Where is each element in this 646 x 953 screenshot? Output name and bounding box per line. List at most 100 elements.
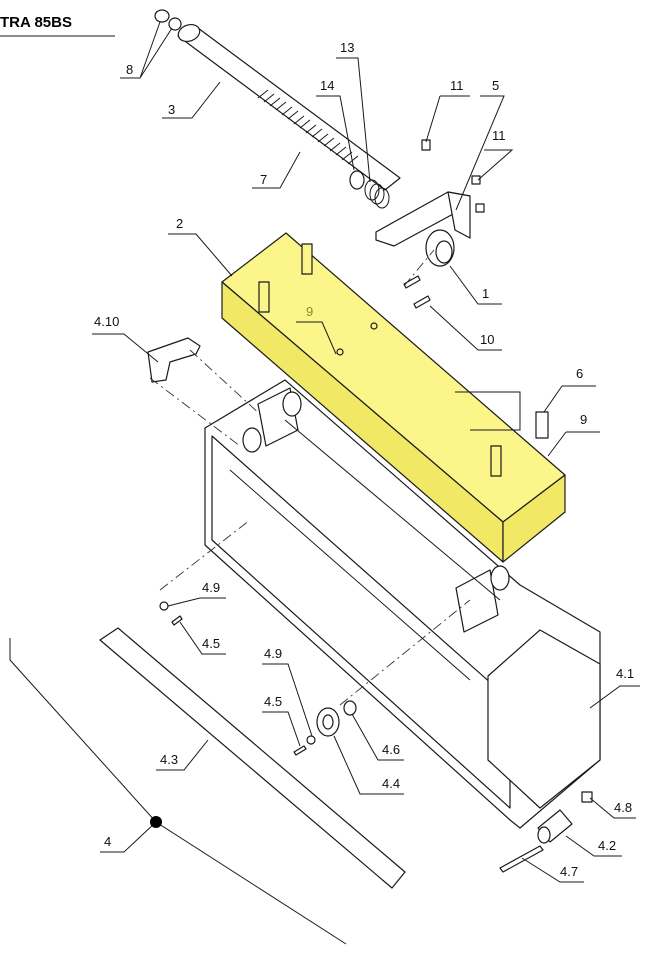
callout-11b: 11 — [477, 128, 514, 181]
svg-text:14: 14 — [320, 78, 334, 93]
callout-9b: 9 — [547, 412, 600, 457]
callout-4-2: 4.2 — [565, 835, 622, 857]
callout-1: 1 — [449, 265, 502, 305]
rod-part-4-3 — [99, 627, 406, 889]
callout-11a: 11 — [425, 78, 470, 143]
bushing-bore — [435, 240, 453, 264]
ring-part-8b — [168, 17, 182, 31]
frame-rail-2 — [229, 469, 471, 681]
callout-6: 6 — [543, 366, 596, 413]
spring-part-7 — [257, 89, 359, 165]
callout-9a: 9 — [296, 304, 337, 355]
callout-4-5a: 4.5 — [179, 621, 226, 655]
callout-4-4: 4.4 — [333, 735, 404, 795]
bolt-part-4-7 — [499, 845, 544, 873]
svg-text:4.7: 4.7 — [560, 864, 578, 879]
cover-post-2 — [258, 281, 270, 313]
frame-left-wheel-2 — [282, 391, 302, 417]
svg-text:11: 11 — [492, 128, 506, 143]
cover-post-3 — [490, 445, 502, 477]
callout-4-dot — [150, 816, 162, 828]
cover-hole-1 — [370, 322, 378, 330]
base-frame-part-4-1 — [204, 379, 601, 829]
svg-text:4.3: 4.3 — [160, 752, 178, 767]
callout-8: 8 — [120, 21, 173, 79]
callout-3: 3 — [162, 81, 221, 119]
screw-part-10b — [413, 295, 431, 309]
washer-part-4-9a — [159, 601, 169, 611]
svg-text:4.6: 4.6 — [382, 742, 400, 757]
svg-text:4.5: 4.5 — [264, 694, 282, 709]
spacer-part-6 — [535, 411, 549, 439]
callout-4-9b: 4.9 — [262, 646, 313, 737]
nut-part-4-8 — [581, 791, 593, 803]
svg-text:9: 9 — [580, 412, 587, 427]
svg-text:4.8: 4.8 — [614, 800, 632, 815]
ring-part-8a — [154, 9, 170, 23]
callout-4-10: 4.10 — [92, 314, 159, 363]
svg-text:9: 9 — [306, 304, 313, 319]
nut-part-11b — [471, 175, 481, 185]
svg-text:3: 3 — [168, 102, 175, 117]
assembly-line-5 — [403, 249, 435, 287]
assembly-line-4 — [339, 599, 471, 706]
roller-part-4-4-bore — [322, 714, 334, 730]
svg-text:10: 10 — [480, 332, 494, 347]
callout-4-7: 4.7 — [521, 857, 584, 883]
spacer-part-4-2-end — [537, 826, 551, 844]
cover-part-2-highlighted — [221, 232, 566, 563]
bushing-part-4-6 — [343, 700, 357, 716]
cover-post-1 — [301, 243, 313, 275]
svg-text:4.10: 4.10 — [94, 314, 119, 329]
svg-text:4.1: 4.1 — [616, 666, 634, 681]
cover-end-face — [502, 474, 566, 563]
svg-text:7: 7 — [260, 172, 267, 187]
callout-4: 4 — [9, 638, 347, 945]
svg-text:6: 6 — [576, 366, 583, 381]
washer-part-4-9b — [306, 735, 316, 745]
clip-part-14 — [349, 170, 365, 190]
frame-end-block — [487, 629, 601, 809]
svg-text:4: 4 — [104, 834, 111, 849]
shaft-assembly — [154, 9, 401, 209]
screw-part-10a — [403, 275, 421, 289]
callout-4-9a: 4.9 — [167, 580, 226, 607]
assembly-line-3 — [159, 519, 251, 591]
screw-part-4-5b — [293, 745, 307, 756]
callout-4-5b: 4.5 — [262, 694, 301, 747]
svg-text:4.4: 4.4 — [382, 776, 400, 791]
callout-4-8: 4.8 — [589, 797, 636, 819]
frame-left-wheel — [242, 427, 262, 453]
screw-part-4-5a — [171, 615, 183, 626]
spring-part-13 — [364, 179, 390, 209]
callout-13: 13 — [336, 40, 371, 183]
svg-text:4.9: 4.9 — [264, 646, 282, 661]
cover-hole-2 — [336, 348, 344, 356]
callout-4-1: 4.1 — [589, 666, 640, 709]
svg-text:2: 2 — [176, 216, 183, 231]
svg-text:5: 5 — [492, 78, 499, 93]
frame-rail — [284, 419, 501, 601]
frame-right-bracket — [455, 569, 499, 633]
assembly-line-2 — [149, 377, 241, 447]
callout-5: 5 — [455, 78, 505, 211]
svg-text:11: 11 — [450, 78, 464, 93]
frame-inner-wall — [211, 435, 511, 809]
frame-right-wheel — [490, 565, 510, 591]
shaft-end — [177, 23, 201, 43]
callout-4-6: 4.6 — [351, 713, 404, 761]
svg-text:4.9: 4.9 — [202, 580, 220, 595]
callout-14: 14 — [316, 78, 355, 171]
svg-text:4.2: 4.2 — [598, 838, 616, 853]
nut-part-11c — [475, 203, 485, 213]
svg-text:4.5: 4.5 — [202, 636, 220, 651]
bracket-assembly — [375, 139, 485, 309]
callout-7: 7 — [252, 151, 301, 189]
callout-2: 2 — [168, 216, 233, 277]
svg-text:1: 1 — [482, 286, 489, 301]
callout-4-3: 4.3 — [156, 739, 209, 771]
diagram-title: TRA 85BS — [0, 14, 72, 31]
nut-part-11a — [421, 139, 431, 151]
cover-step — [455, 391, 521, 431]
